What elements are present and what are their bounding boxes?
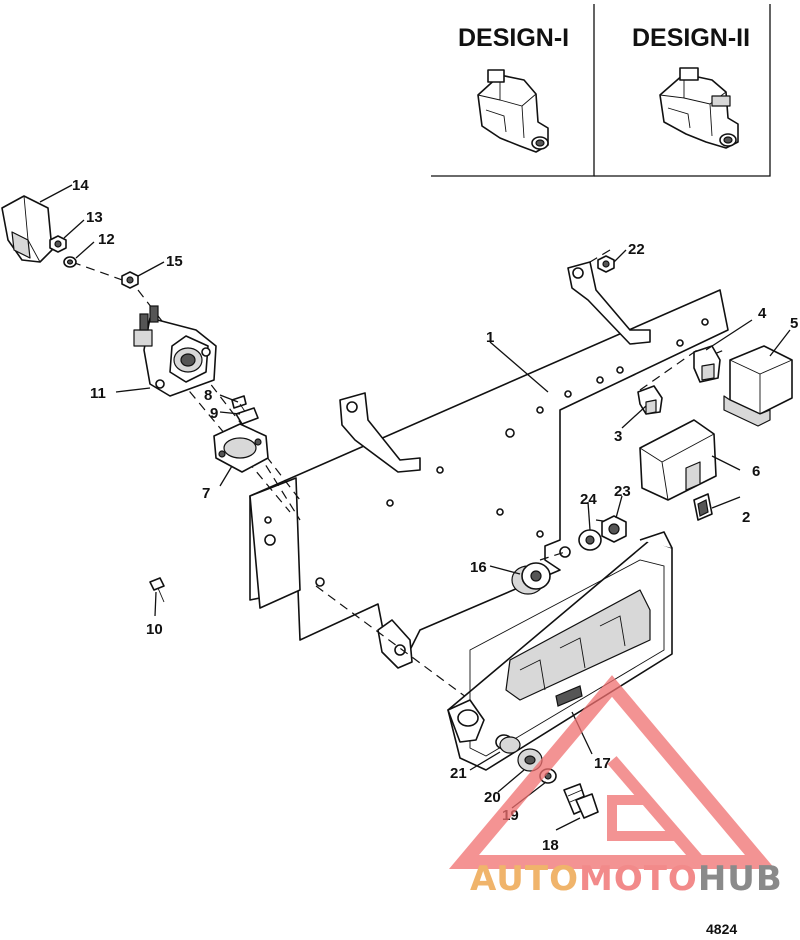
assembly-lines (71, 249, 725, 753)
callout-21: 21 (450, 765, 467, 782)
watermark-hub: HUB (698, 859, 783, 899)
part-6-fuse-cover (639, 419, 717, 501)
mounting-bracket (249, 261, 729, 669)
callout-7: 7 (202, 485, 210, 502)
part-12-washer (63, 256, 77, 268)
watermark-text: AUTOMOTOHUB (470, 859, 783, 899)
part-16-grommet (511, 562, 551, 595)
design-2-connector-illustration (659, 67, 739, 149)
watermark-auto: AUTO (470, 859, 579, 899)
callout-2: 2 (742, 509, 750, 526)
callout-23: 23 (614, 483, 631, 500)
callout-10: 10 (146, 621, 163, 638)
callout-1: 1 (486, 329, 494, 346)
part-7-circuit-breaker (213, 423, 269, 473)
part-20-grommet (517, 748, 543, 772)
part-2-fuse (693, 493, 713, 521)
part-9-clamp (235, 407, 259, 425)
part-18-bolt (563, 783, 599, 819)
part-17-ecm-module (447, 531, 673, 771)
part-14-terminal-cover (1, 195, 53, 263)
callout-13: 13 (86, 209, 103, 226)
watermark-triangle-logo (448, 675, 776, 869)
callout-12: 12 (98, 231, 115, 248)
callout-22: 22 (628, 241, 645, 258)
design-2-label: DESIGN-II (632, 24, 750, 52)
callout-20: 20 (484, 789, 501, 806)
part-21-grommet (499, 736, 521, 754)
callout-9: 9 (210, 405, 218, 422)
part-11-solenoid (133, 305, 217, 397)
callout-24: 24 (580, 491, 597, 508)
part-5-relay (723, 345, 793, 427)
callout-11: 11 (90, 385, 106, 402)
callout-5: 5 (790, 315, 798, 332)
callout-6: 6 (752, 463, 760, 480)
callout-3: 3 (614, 428, 622, 445)
callout-14: 14 (72, 177, 89, 194)
callout-8: 8 (204, 387, 212, 404)
part-13-nut (49, 235, 67, 253)
part-4-fuse-holder (693, 345, 721, 383)
part-10-screw (149, 577, 165, 603)
figure-number: 4824 (706, 921, 737, 937)
part-23-nut (601, 515, 627, 543)
callout-16: 16 (470, 559, 487, 576)
callout-18: 18 (542, 837, 559, 854)
part-22-nut (597, 255, 615, 273)
callout-17: 17 (594, 755, 611, 772)
part-24-washer (578, 529, 602, 551)
watermark-moto: MOTO (579, 859, 698, 899)
automotohub-watermark: AUTOMOTOHUB (448, 675, 783, 899)
part-8-screw (231, 395, 249, 417)
callout-15: 15 (166, 253, 183, 270)
design-inset-panel: DESIGN-I DESIGN-II (431, 4, 771, 177)
callout-numbers: 1 2 3 4 5 6 7 8 9 10 11 12 13 14 15 16 1… (72, 177, 798, 854)
bracket-holes (264, 318, 709, 587)
design-1-connector-illustration (477, 69, 549, 153)
part-15-nut (121, 271, 139, 289)
callout-4: 4 (758, 305, 767, 322)
design-1-label: DESIGN-I (458, 24, 569, 52)
